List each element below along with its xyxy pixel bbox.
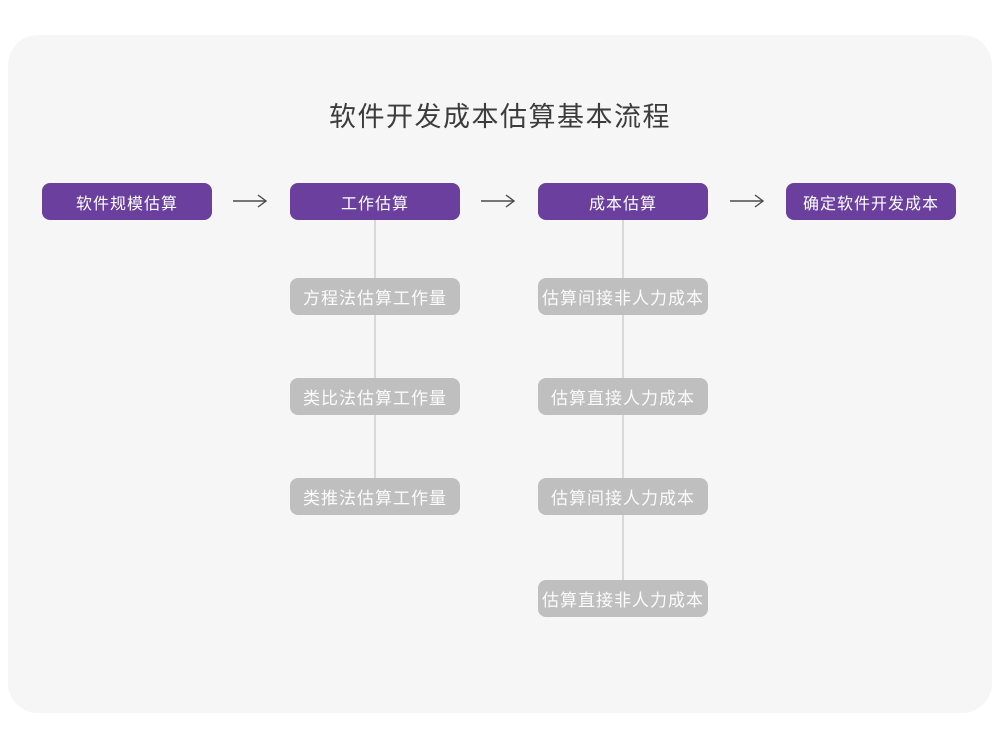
arrow-right-icon (480, 193, 518, 209)
substep-indirect-nonlabor-cost: 估算间接非人力成本 (538, 278, 708, 315)
arrow-right-icon (729, 193, 767, 209)
stage-determine-dev-cost: 确定软件开发成本 (786, 183, 956, 220)
arrow-right-icon (232, 193, 270, 209)
page-title: 软件开发成本估算基本流程 (329, 102, 671, 132)
stage-effort-estimation: 工作估算 (290, 183, 460, 220)
substep-comparison-method: 类比法估算工作量 (290, 378, 460, 415)
flowchart-card: 软件开发成本估算基本流程 软件规模估算 工作估算 成本估算 确定软件开发成本 方… (8, 35, 992, 713)
stage-cost-estimation: 成本估算 (538, 183, 708, 220)
connector-line-effort-column (374, 220, 376, 490)
stage-software-size-estimation: 软件规模估算 (42, 183, 212, 220)
substep-analogy-method: 类推法估算工作量 (290, 478, 460, 515)
substep-indirect-labor-cost: 估算间接人力成本 (538, 478, 708, 515)
substep-equation-method: 方程法估算工作量 (290, 278, 460, 315)
substep-direct-nonlabor-cost: 估算直接非人力成本 (538, 580, 708, 617)
substep-direct-labor-cost: 估算直接人力成本 (538, 378, 708, 415)
